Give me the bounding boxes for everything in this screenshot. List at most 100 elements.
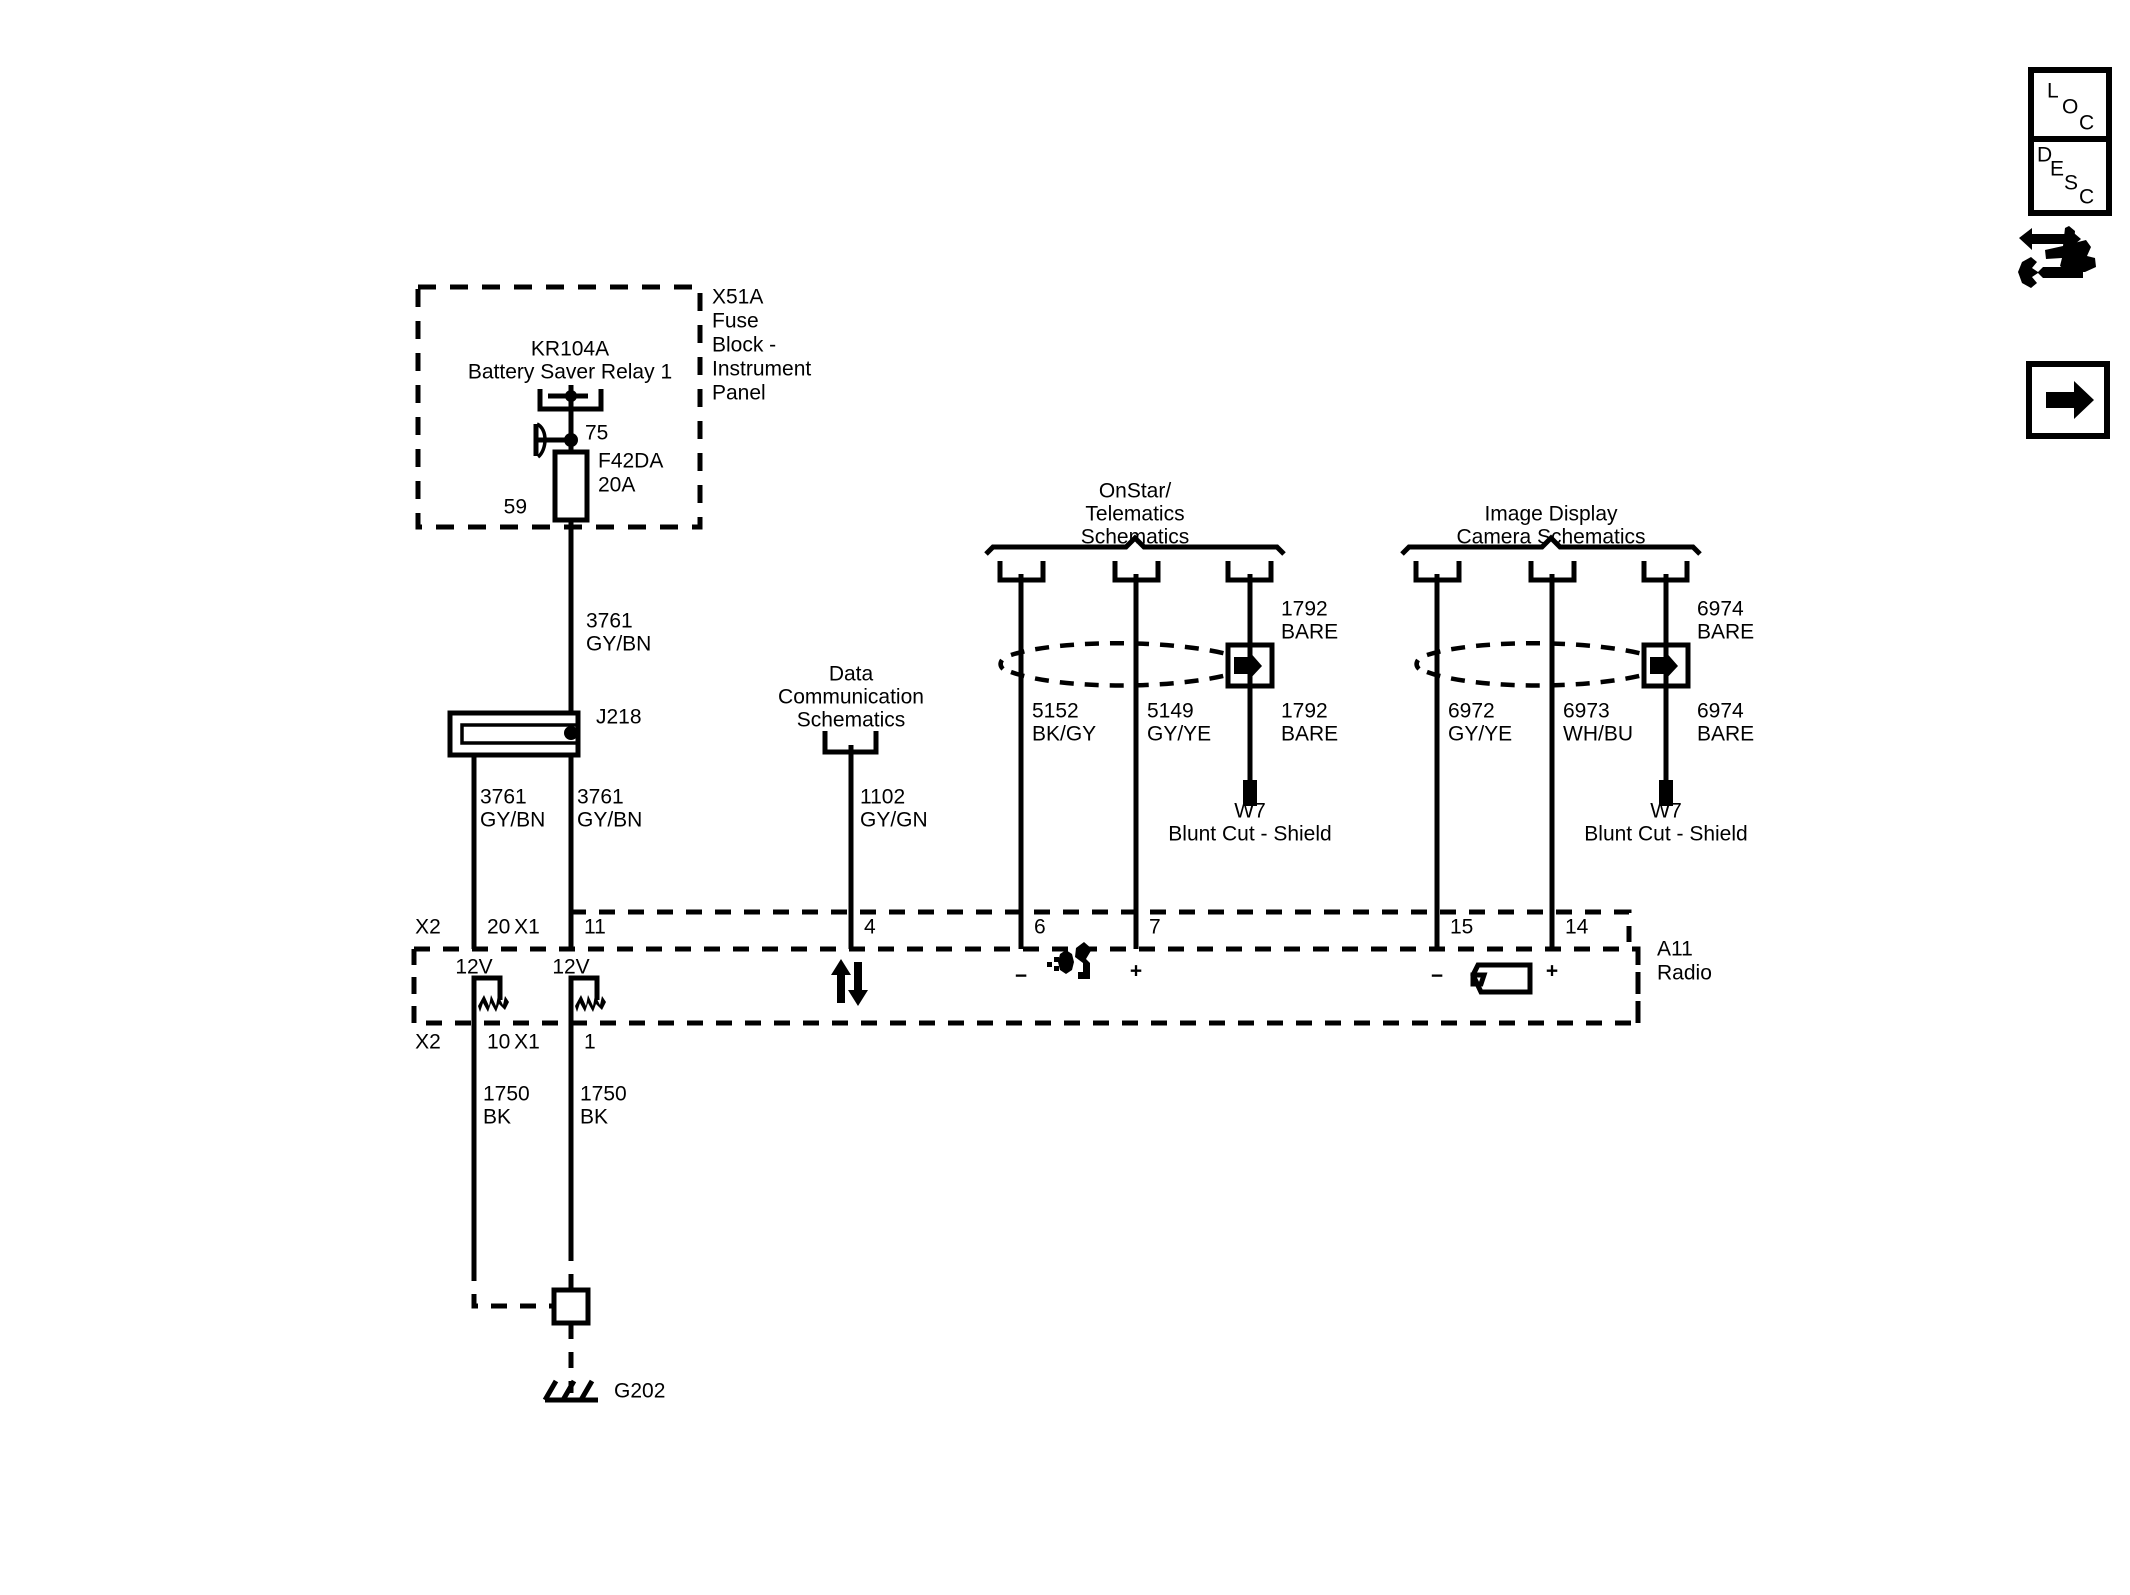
pin-x1-11-connector: X1	[514, 916, 540, 939]
camera-brace	[1400, 534, 1702, 556]
camera-plus-symbol: +	[1546, 960, 1558, 983]
desc-button[interactable]: D E S C	[2028, 136, 2112, 216]
radio-pin-14: 14 +	[1546, 900, 1589, 983]
fuse-block-name-4: Panel	[712, 382, 766, 405]
camera-blunt-cut-tip	[1659, 780, 1673, 806]
fuse-id-label: F42DA	[598, 450, 663, 473]
toolbar: L O C D E S C	[2018, 67, 2112, 439]
fuse-rating-label: 20A	[598, 474, 635, 497]
ground-right-circuit: 1750	[580, 1083, 627, 1106]
radio-pin-7: 7 +	[1130, 900, 1161, 983]
wire-6974-lower-circuit: 6974	[1697, 700, 1744, 723]
pin-14-number: 14	[1565, 916, 1589, 939]
data-comm-title-0: Data	[829, 663, 874, 686]
pin-x2-10-number: 10	[487, 1031, 510, 1054]
onstar-shield-bottom	[1010, 669, 1239, 688]
wire-5149-circuit: 5149	[1147, 700, 1194, 723]
ref-onstar-telematics[interactable]: OnStar/ Telematics Schematics	[984, 480, 1286, 583]
radio-name-label: Radio	[1657, 962, 1712, 985]
wire-5152-color: BK/GY	[1032, 723, 1096, 746]
camera-icon	[1470, 962, 1533, 995]
radio-internal-ground-right-icon	[575, 995, 606, 1012]
fuse-block-name-1: Fuse	[712, 310, 759, 333]
camera-shield-left-cap	[1414, 658, 1421, 671]
ground-symbol-g202: G202	[542, 1380, 665, 1403]
ref-data-communication[interactable]: Data Communication Schematics 1102 GY/GN	[778, 663, 928, 922]
pin-x2-20-number: 20	[487, 916, 510, 939]
fuse-f42da: F42DA 20A 59	[504, 449, 663, 523]
microphone-icon	[1047, 942, 1092, 979]
radio-pin-x2-20: X2 20 12V	[415, 900, 510, 979]
tools-hand-shape	[2045, 226, 2096, 272]
circuit-3761-feed: 3761 GY/BN	[568, 527, 651, 718]
onstar-shield-left-cap	[998, 658, 1005, 671]
radio-pin-15: 15 −	[1431, 900, 1473, 988]
camera-shield-bottom	[1426, 669, 1655, 688]
desc-button-frame[interactable]	[2028, 136, 2112, 216]
wire-6972-color: GY/YE	[1448, 723, 1512, 746]
leg-right-color: GY/BN	[577, 809, 642, 832]
onstar-blunt-cut-tip	[1243, 780, 1257, 806]
loc-letter-c: C	[2079, 112, 2094, 135]
wire-6973-circuit: 6973	[1563, 700, 1610, 723]
tools-wrench-shape	[2018, 257, 2083, 288]
pin-x2-20-voltage: 12V	[455, 956, 492, 979]
camera-title-0: Image Display	[1484, 503, 1618, 526]
pin-x1-11-voltage: 12V	[552, 956, 589, 979]
camera-blunt-cut-label: Blunt Cut - Shield	[1584, 823, 1747, 846]
radio-module-outline	[411, 946, 1641, 1026]
wire-6974-lower-color: BARE	[1697, 723, 1754, 746]
fuse-block-x51a: X51A Fuse Block - Instrument Panel KR104…	[415, 284, 811, 560]
radio-pin-6: 6 −	[1015, 900, 1046, 988]
splice-j218: J218	[447, 706, 642, 758]
pin-x1-11-number: 11	[584, 916, 606, 939]
wire-3761-circuit: 3761	[586, 610, 633, 633]
fuse-block-name-0: X51A	[712, 286, 763, 309]
wire-6974-upper-color: BARE	[1697, 621, 1754, 644]
camera-shield-drain-connector	[1641, 642, 1691, 689]
wire-1792-lower-color: BARE	[1281, 723, 1338, 746]
leg-left-circuit: 3761	[480, 786, 527, 809]
data-comm-title-2: Schematics	[797, 709, 906, 732]
tools-arrow-shape	[2019, 228, 2081, 250]
splice-inner-bar	[460, 723, 580, 745]
loc-button[interactable]: L O C	[2028, 67, 2112, 147]
camera-w7-label: W7	[1650, 800, 1682, 823]
mic-minus-symbol: −	[1015, 965, 1027, 988]
ground-right-color: BK	[580, 1106, 608, 1129]
radio-connector-x1-top-edge	[570, 909, 1632, 950]
loc-letter-o: O	[2062, 96, 2078, 119]
camera-minus-symbol: −	[1431, 965, 1443, 988]
ground-junction-box	[551, 1287, 591, 1326]
radio-pin-4: 4	[831, 900, 876, 1006]
relay-id-label: KR104A	[531, 338, 609, 361]
pin-x2-10-connector: X2	[415, 1031, 441, 1054]
onstar-title-1: Telematics	[1085, 503, 1184, 526]
ground-left-color: BK	[483, 1106, 511, 1129]
wire-1792-lower-circuit: 1792	[1281, 700, 1328, 723]
wire-1792-upper-circuit: 1792	[1281, 598, 1328, 621]
right-arrow-icon	[2046, 381, 2094, 419]
loc-letter-l: L	[2047, 80, 2059, 103]
splice-outer-body	[447, 710, 581, 758]
wire-3761-color: GY/BN	[586, 633, 651, 656]
camera-shield-top	[1426, 641, 1655, 660]
pin-6-number: 6	[1034, 916, 1046, 939]
radio-pin-x1-11: X1 11 12V	[514, 900, 606, 979]
wire-5152-circuit: 5152	[1032, 700, 1079, 723]
splice-legs: 3761 GY/BN 3761 GY/BN	[471, 755, 642, 940]
pin-x2-20-connector: X2	[415, 916, 441, 939]
relay-terminal-75: 75	[533, 422, 608, 459]
tools-icon[interactable]	[2018, 226, 2096, 288]
onstar-w7-label: W7	[1234, 800, 1266, 823]
next-button[interactable]	[2026, 361, 2110, 439]
ground-left-circuit: 1750	[483, 1083, 530, 1106]
relay-contact-dot	[565, 390, 577, 402]
wire-5149-color: GY/YE	[1147, 723, 1211, 746]
onstar-shield-drain-connector	[1225, 642, 1275, 689]
desc-letter-d: D	[2037, 144, 2052, 167]
ground-dashed-elbow	[471, 1265, 553, 1309]
